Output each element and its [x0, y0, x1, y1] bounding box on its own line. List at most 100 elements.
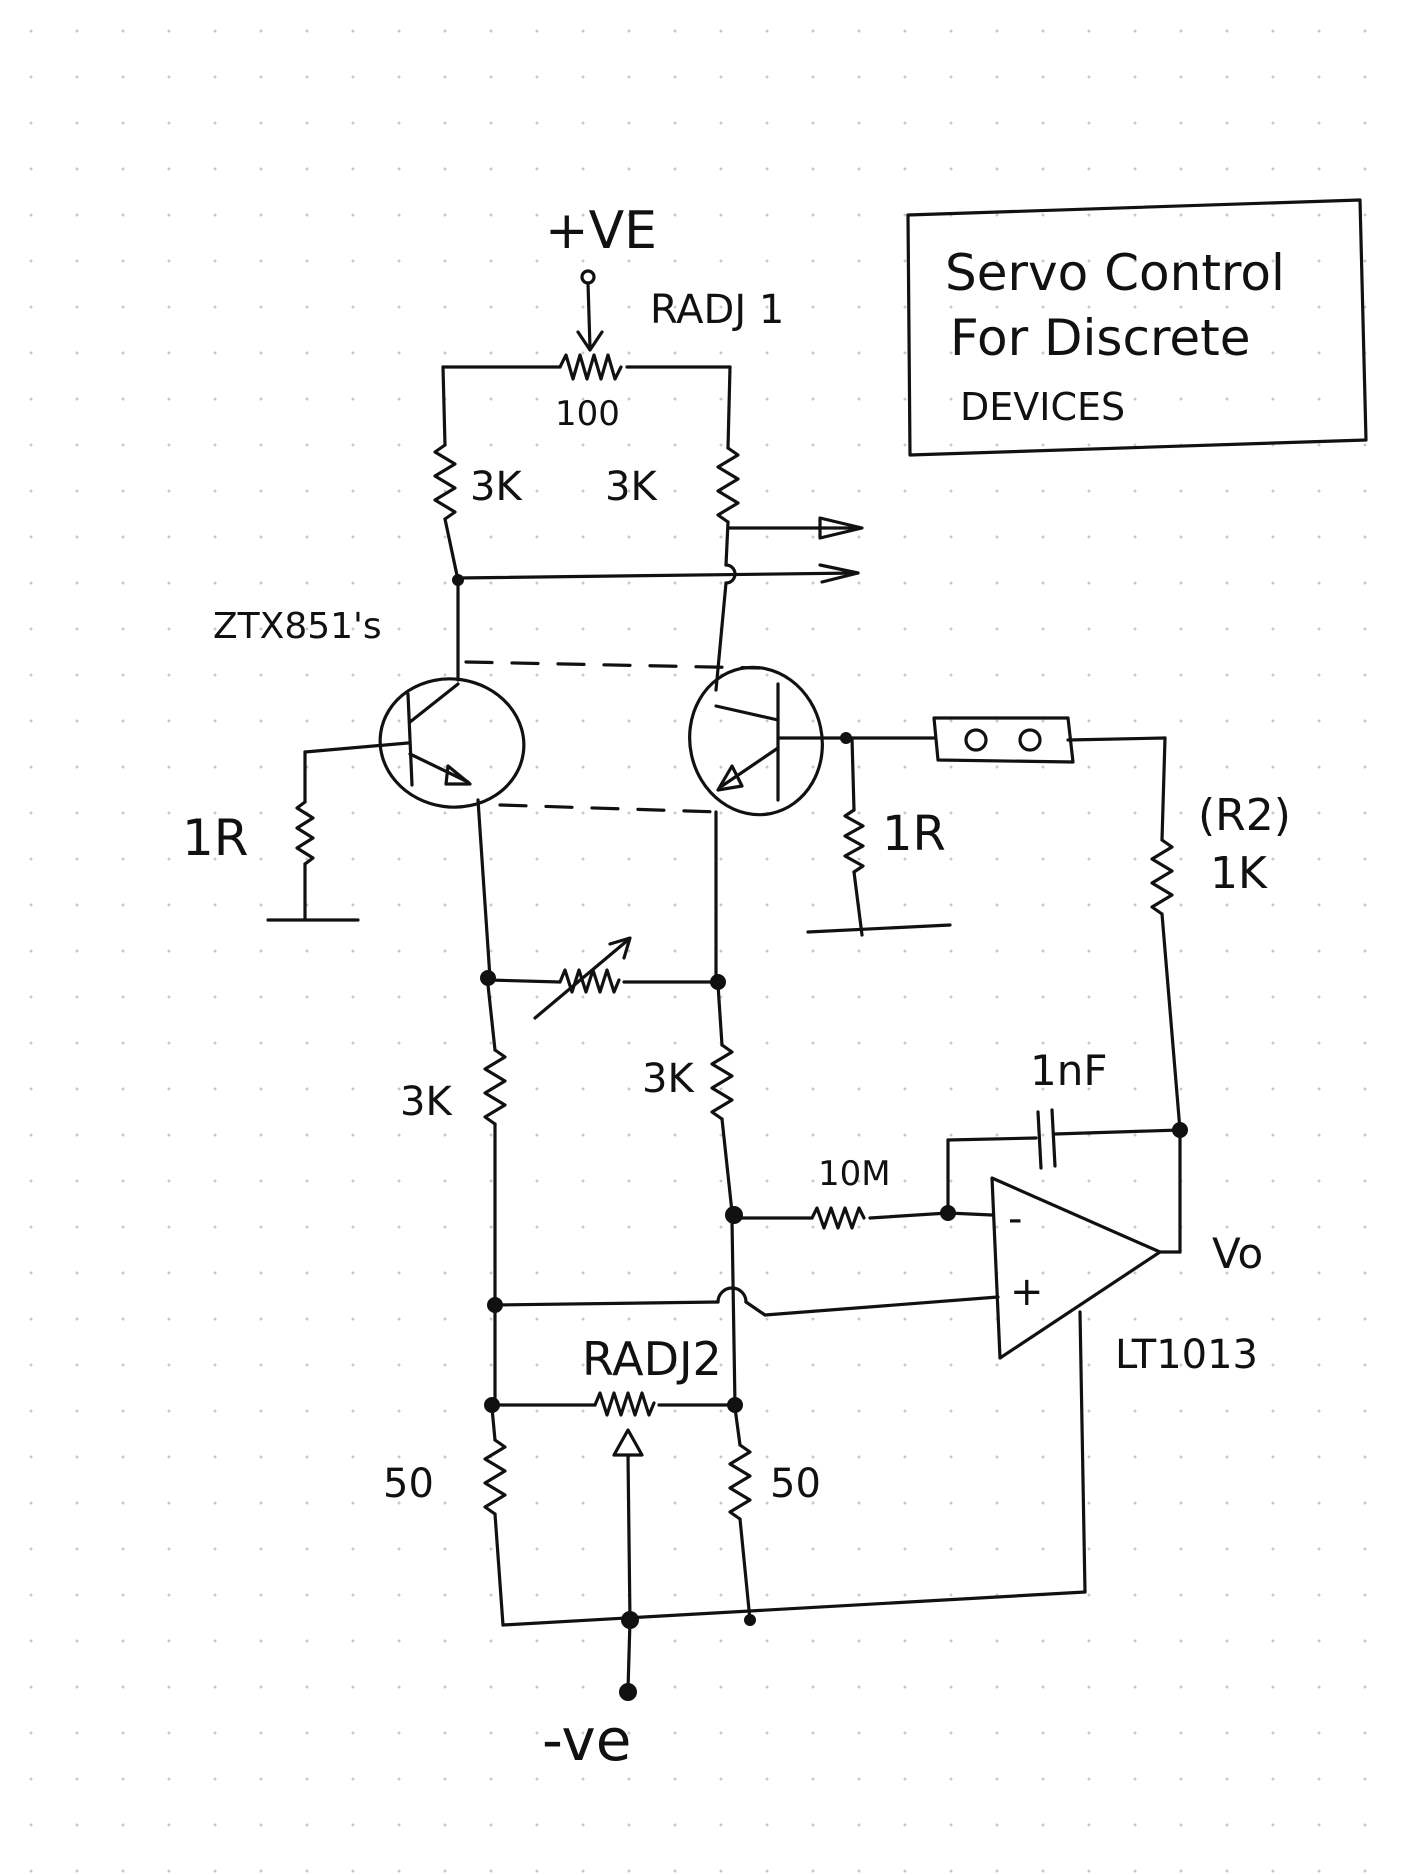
title-box-border	[906, 198, 1368, 457]
left-transistor-emitter	[408, 752, 470, 784]
r2-feed-wire	[1066, 736, 1167, 742]
left-rail-wire	[441, 365, 447, 447]
right-rail-junction	[744, 1614, 756, 1626]
opamp-triangle	[990, 1176, 1162, 1360]
right-middle-wire-bottom	[720, 1117, 734, 1214]
sensor-block	[932, 716, 1167, 764]
left-middle-resistor: 3K	[400, 983, 507, 1307]
non-inverting-wire-a	[493, 1300, 720, 1307]
output-arrows	[456, 516, 864, 584]
inverting-source-junction	[725, 1206, 743, 1224]
right-transistor	[688, 665, 936, 817]
opamp-plus-label: +	[1010, 1269, 1044, 1315]
title-line-1: Servo Control	[945, 244, 1285, 302]
radj1-resistor	[558, 353, 623, 381]
right-bottom-zigzag	[728, 1443, 752, 1521]
radj2-wiper-wire	[626, 1453, 632, 1624]
left-bottom-resistor-label: 50	[383, 1461, 434, 1507]
title-box: Servo Control For Discrete DEVICES	[906, 198, 1368, 457]
left-collector-branch: 3K	[433, 365, 523, 682]
emitter-trim-resistor	[558, 968, 621, 994]
left-top-resistor	[433, 443, 457, 521]
left-base-resistor-zigzag	[295, 800, 315, 866]
right-top-resistor	[716, 446, 740, 524]
opamp-output-label: Vo	[1212, 1229, 1263, 1278]
adjust-arrowhead-icon	[608, 936, 632, 960]
right-bottom-resistor-label: 50	[770, 1461, 821, 1507]
right-middle-resistor-label: 3K	[642, 1056, 695, 1102]
right-middle-wire-top	[716, 983, 724, 1047]
transistors-label: ZTX851's	[213, 606, 382, 647]
right-base-resistor-wire-top	[850, 736, 856, 812]
integrator-capacitor: 1nF	[946, 1046, 1188, 1215]
cap-plate-right	[1050, 1108, 1057, 1168]
right-rail-wire	[726, 365, 732, 450]
inverting-input-wire	[946, 1211, 994, 1217]
left-middle-zigzag	[483, 1048, 507, 1126]
right-middle-zigzag	[710, 1043, 734, 1121]
right-mid-to-radj2-wire	[730, 1218, 737, 1407]
opamp: - + Vo LT1013	[990, 1128, 1263, 1594]
output-arrow-lower-icon	[818, 563, 860, 584]
r2-value-label: 1K	[1210, 848, 1268, 899]
negative-rail	[501, 1590, 1087, 1627]
negative-supply-wire	[626, 1618, 632, 1692]
opamp-part-label: LT1013	[1115, 1332, 1258, 1378]
emitter-trim-junction-left	[480, 970, 496, 986]
opamp-negative-supply-wire	[1078, 1310, 1087, 1594]
radj1-label: RADJ 1	[650, 287, 784, 333]
wiper-arrow-icon	[576, 330, 604, 352]
left-bottom-wire-top	[490, 1406, 497, 1442]
right-collector-branch: 3K	[605, 365, 740, 692]
right-transistor-emitter	[720, 746, 780, 788]
right-emitter-arrow-icon	[716, 764, 744, 792]
radj1-potentiometer: RADJ 1 100	[441, 287, 784, 434]
left-middle-wire-top	[486, 983, 497, 1052]
positive-supply-label: +VE	[545, 201, 657, 261]
left-base-resistor: 1R	[182, 750, 360, 922]
radj2-wiper-arrow-icon	[612, 1428, 644, 1457]
cap-left-lead	[946, 1136, 1038, 1142]
left-transistor-body	[378, 677, 526, 809]
positive-supply-wire	[586, 281, 592, 350]
non-inverting-input	[487, 1286, 1000, 1317]
left-bottom-resistor: 50	[383, 1406, 507, 1627]
right-ground-icon	[806, 923, 952, 934]
thermal-coupling-upper	[464, 660, 762, 670]
r2-name-label: (R2)	[1198, 790, 1291, 841]
negative-supply-terminal	[619, 1683, 637, 1701]
right-base-junction	[840, 732, 852, 744]
output-arrow-upper-icon	[818, 516, 864, 540]
left-bottom-zigzag	[483, 1438, 507, 1516]
emitter-trim-adjust-arrow	[533, 938, 630, 1020]
right-top-resistor-label: 3K	[605, 464, 658, 510]
left-bottom-wire-bottom	[493, 1512, 505, 1627]
title-line-3: DEVICES	[960, 385, 1125, 429]
left-base-resistor-label: 1R	[182, 809, 249, 867]
r2-resistor: (R2) 1K	[1150, 736, 1291, 1132]
negative-supply-label: -ve	[542, 1706, 631, 1774]
positive-supply: +VE	[545, 201, 657, 352]
cap-plate-left	[1036, 1110, 1043, 1170]
cap-label: 1nF	[1030, 1046, 1108, 1095]
right-base-resistor-wire-bottom	[852, 870, 864, 937]
ten-meg-label: 10M	[818, 1154, 891, 1194]
opamp-minus-label: -	[1008, 1196, 1022, 1242]
right-middle-resistor: 3K	[642, 983, 734, 1214]
right-base-resistor-label: 1R	[882, 806, 946, 862]
left-middle-resistor-label: 3K	[400, 1079, 453, 1125]
left-transistor-base-bar	[406, 692, 414, 787]
radj2-resistor	[593, 1391, 656, 1417]
title-line-2: For Discrete	[950, 309, 1251, 367]
right-transistor-collector	[714, 704, 780, 722]
positive-supply-terminal	[580, 269, 596, 285]
right-bottom-wire-top	[733, 1406, 742, 1447]
emitter-trim-pot	[480, 936, 726, 1020]
right-base-resistor: 1R	[806, 732, 952, 937]
r2-wire-top	[1160, 736, 1167, 842]
left-emitter-arrow-icon	[444, 764, 472, 786]
left-transistor	[303, 677, 526, 809]
inverting-input-network: 10M	[725, 1154, 994, 1230]
left-base-wire	[303, 741, 410, 754]
right-base-resistor-zigzag	[843, 808, 865, 874]
